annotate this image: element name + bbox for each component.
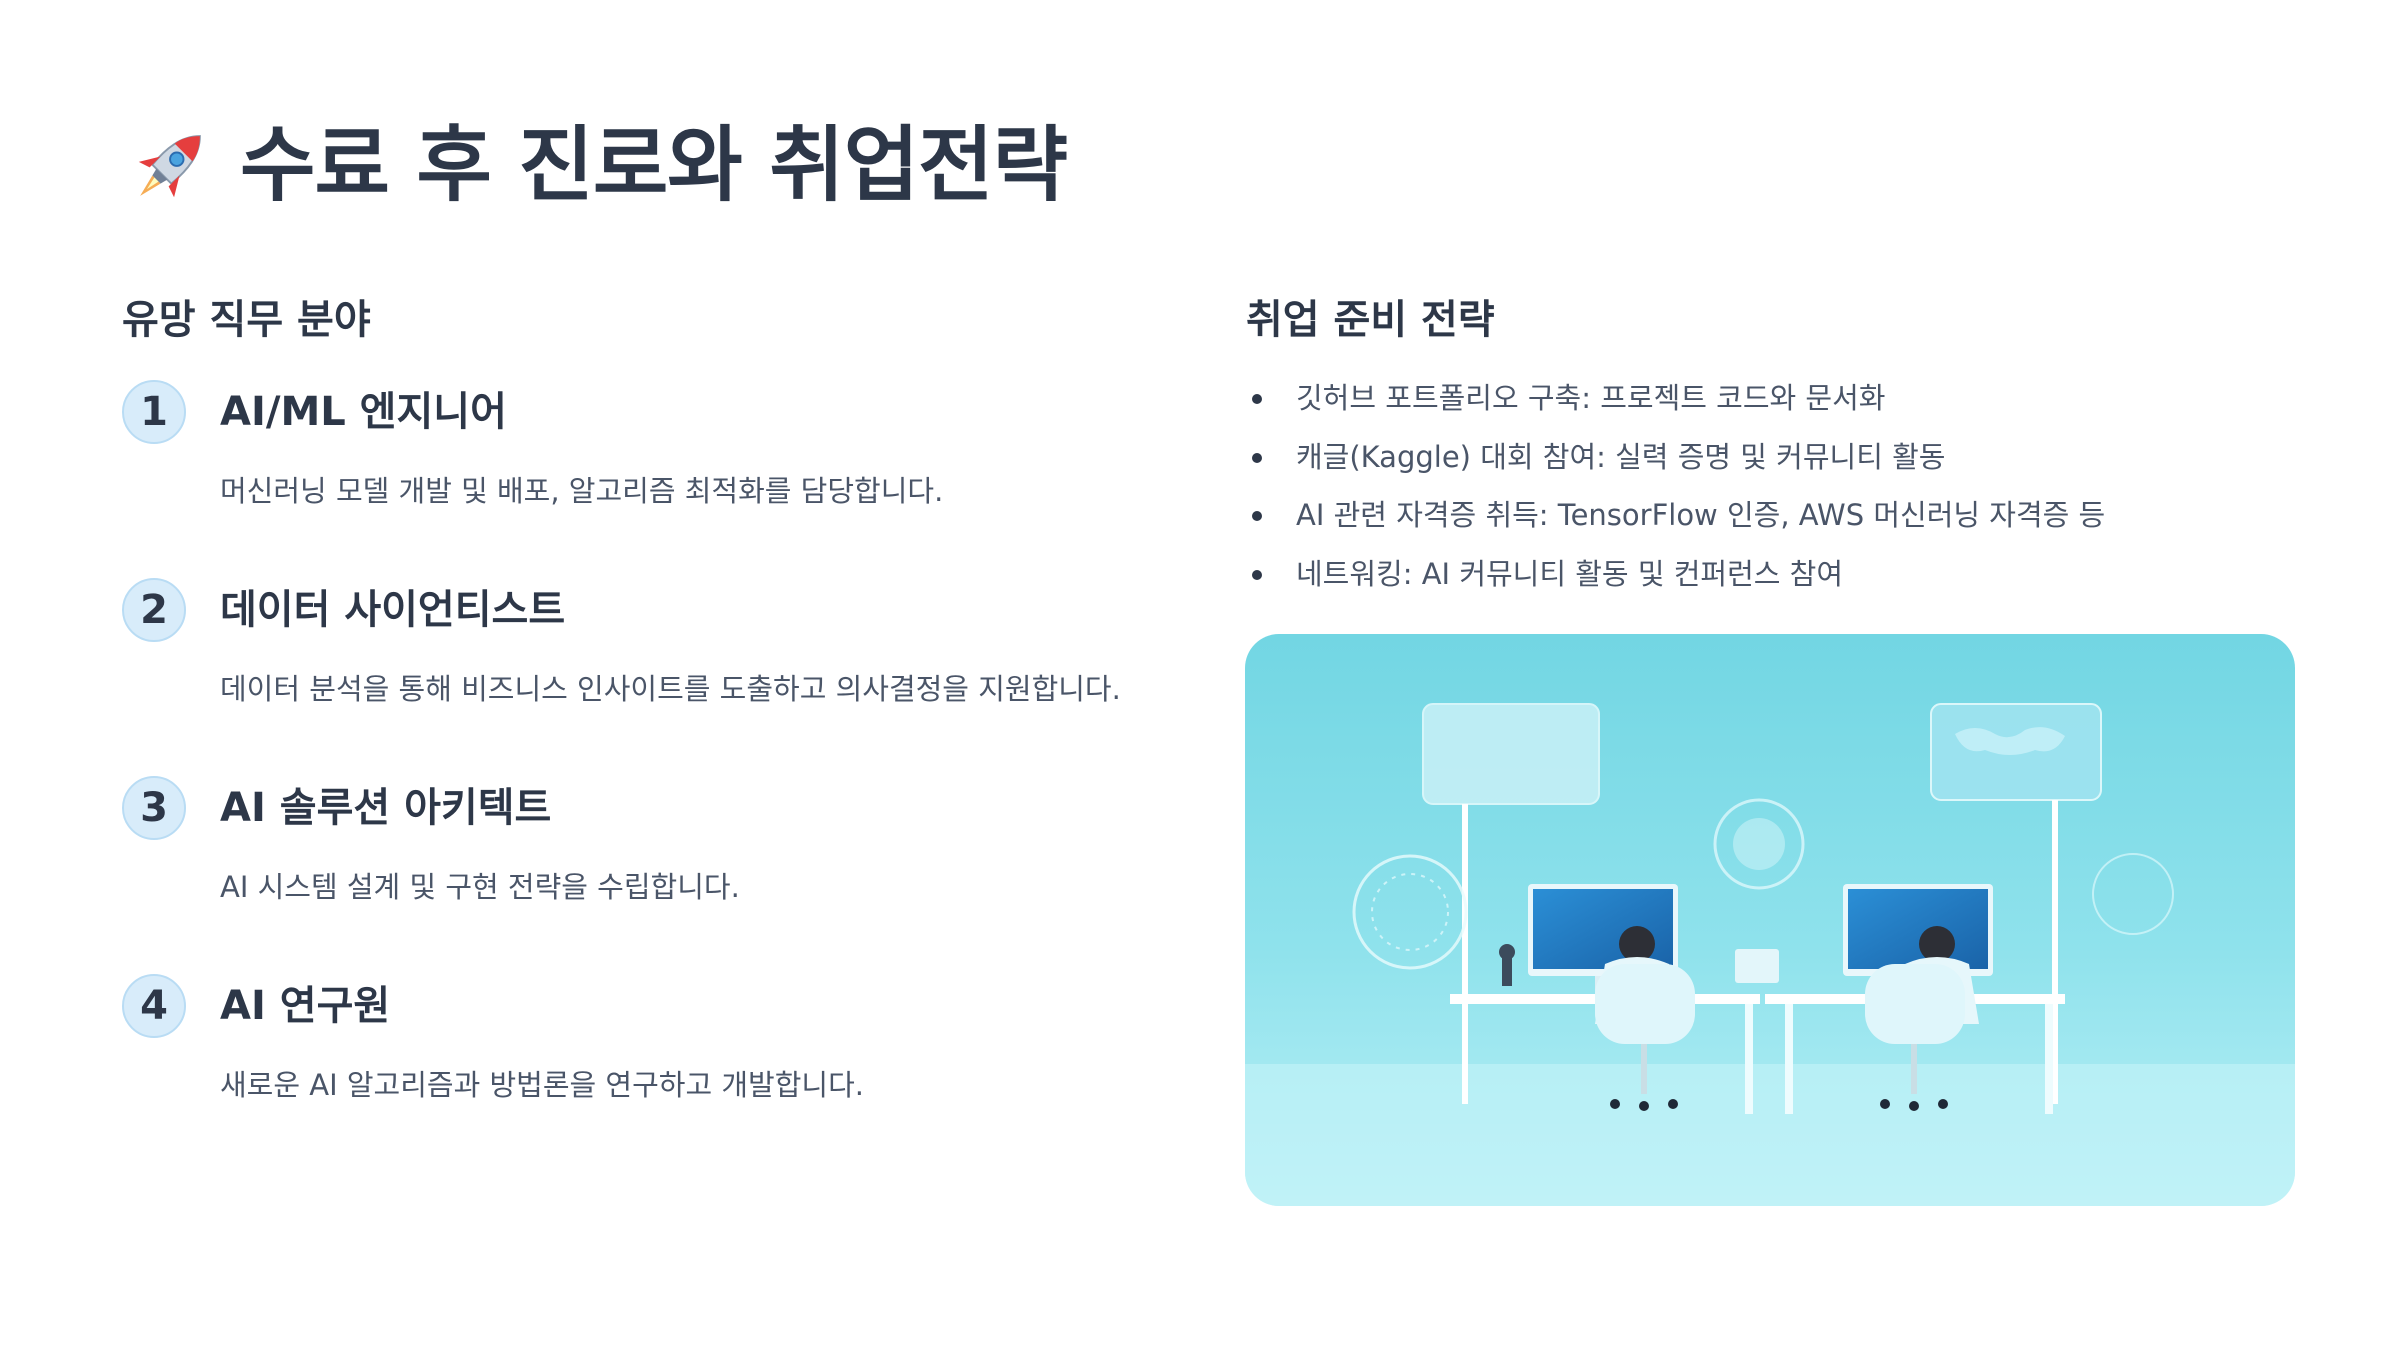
strategy-item: 캐글(Kaggle) 대회 참여: 실력 증명 및 커뮤니티 활동 [1246, 437, 2105, 496]
bullet-icon [1252, 452, 1262, 463]
strategy-heading: 취업 준비 전략 [1246, 297, 1495, 343]
job-number-badge: 1 [122, 380, 186, 444]
strategy-text: 깃허브 포트폴리오 구축: 프로젝트 코드와 문서화 [1296, 381, 1886, 415]
slide-title: 수료 후 진로와 취업전략 [122, 118, 1068, 214]
bullet-icon [1252, 394, 1262, 404]
job-description: 머신러닝 모델 개발 및 배포, 알고리즘 최적화를 담당합니다. [220, 474, 944, 508]
job-description: 새로운 AI 알고리즘과 방법론을 연구하고 개발합니다. [220, 1068, 864, 1102]
strategy-text: 네트워킹: AI 커뮤니티 활동 및 컨퍼런스 참여 [1296, 556, 1844, 591]
job-title: AI 솔루션 아키텍트 [220, 785, 552, 831]
strategy-item: 깃허브 포트폴리오 구축: 프로젝트 코드와 문서화 [1246, 378, 2105, 437]
bullet-icon [1252, 511, 1262, 521]
office-illustration [1245, 634, 2295, 1206]
bullet-icon [1252, 569, 1262, 580]
job-number-badge: 4 [122, 974, 186, 1038]
strategy-item: AI 관련 자격증 취득: TensorFlow 인증, AWS 머신러닝 자격… [1246, 495, 2105, 554]
job-title: 데이터 사이언티스트 [220, 587, 566, 633]
strategy-list: 깃허브 포트폴리오 구축: 프로젝트 코드와 문서화 캐글(Kaggle) 대회… [1246, 378, 2105, 612]
job-number-badge: 2 [122, 578, 186, 642]
page-title: 수료 후 진로와 취업전략 [240, 118, 1068, 213]
job-description: AI 시스템 설계 및 구현 전략을 수립합니다. [220, 870, 740, 904]
job-title: AI 연구원 [220, 983, 391, 1029]
strategy-text: 캐글(Kaggle) 대회 참여: 실력 증명 및 커뮤니티 활동 [1296, 439, 1946, 474]
job-title: AI/ML 엔지니어 [220, 389, 507, 435]
workspace-image [1245, 634, 2295, 1206]
rocket-icon [138, 135, 201, 198]
strategy-item: 네트워킹: AI 커뮤니티 활동 및 컨퍼런스 참여 [1246, 554, 2105, 613]
strategy-text: AI 관련 자격증 취득: TensorFlow 인증, AWS 머신러닝 자격… [1296, 498, 2106, 532]
job-number-badge: 3 [122, 776, 186, 840]
jobs-heading: 유망 직무 분야 [122, 297, 371, 343]
job-description: 데이터 분석을 통해 비즈니스 인사이트를 도출하고 의사결정을 지원합니다. [220, 672, 1121, 706]
